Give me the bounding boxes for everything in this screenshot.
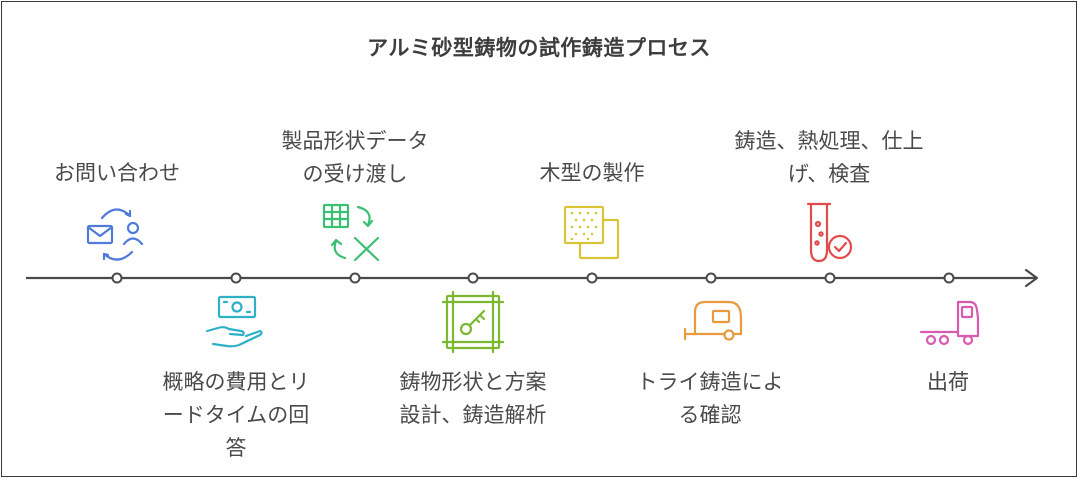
step-label-8: 出荷 — [927, 370, 969, 394]
timeline-node-7 — [824, 272, 836, 284]
timeline-node-6 — [705, 272, 717, 284]
timeline-nodes — [111, 272, 955, 284]
timeline-node-5 — [586, 272, 598, 284]
timeline-node-8 — [943, 272, 955, 284]
test-tube-check-icon — [806, 202, 853, 263]
trailer-icon — [683, 300, 743, 341]
timeline-node-2 — [230, 272, 242, 284]
step-label-4: 鋳物形状と方案設計、鋳造解析 — [399, 370, 547, 427]
diagram-title: アルミ砂型鋳物の試作鋳造プロセス — [367, 36, 711, 60]
blueprint-key-icon — [441, 290, 505, 354]
spreadsheet-transfer-icon — [322, 203, 380, 262]
step-label-6: トライ鋳造による確認 — [636, 370, 784, 427]
step-label-7: 鋳造、熱処理、仕上げ、検査 — [734, 129, 924, 186]
step-label-5: 木型の製作 — [539, 161, 645, 185]
timeline-arrowhead — [1024, 268, 1039, 288]
step-label-2: 概略の費用とリードタイムの回答 — [162, 370, 310, 460]
wood-pattern-icon — [563, 205, 620, 260]
truck-icon — [919, 300, 980, 346]
timeline-node-4 — [467, 272, 479, 284]
mail-person-exchange-icon — [86, 208, 144, 261]
timeline-node-3 — [349, 272, 361, 284]
timeline-node-1 — [111, 272, 123, 284]
money-hand-icon — [205, 295, 263, 348]
step-label-3: 製品形状データの受け渡し — [281, 129, 429, 186]
step-label-1: お問い合わせ — [54, 161, 180, 185]
